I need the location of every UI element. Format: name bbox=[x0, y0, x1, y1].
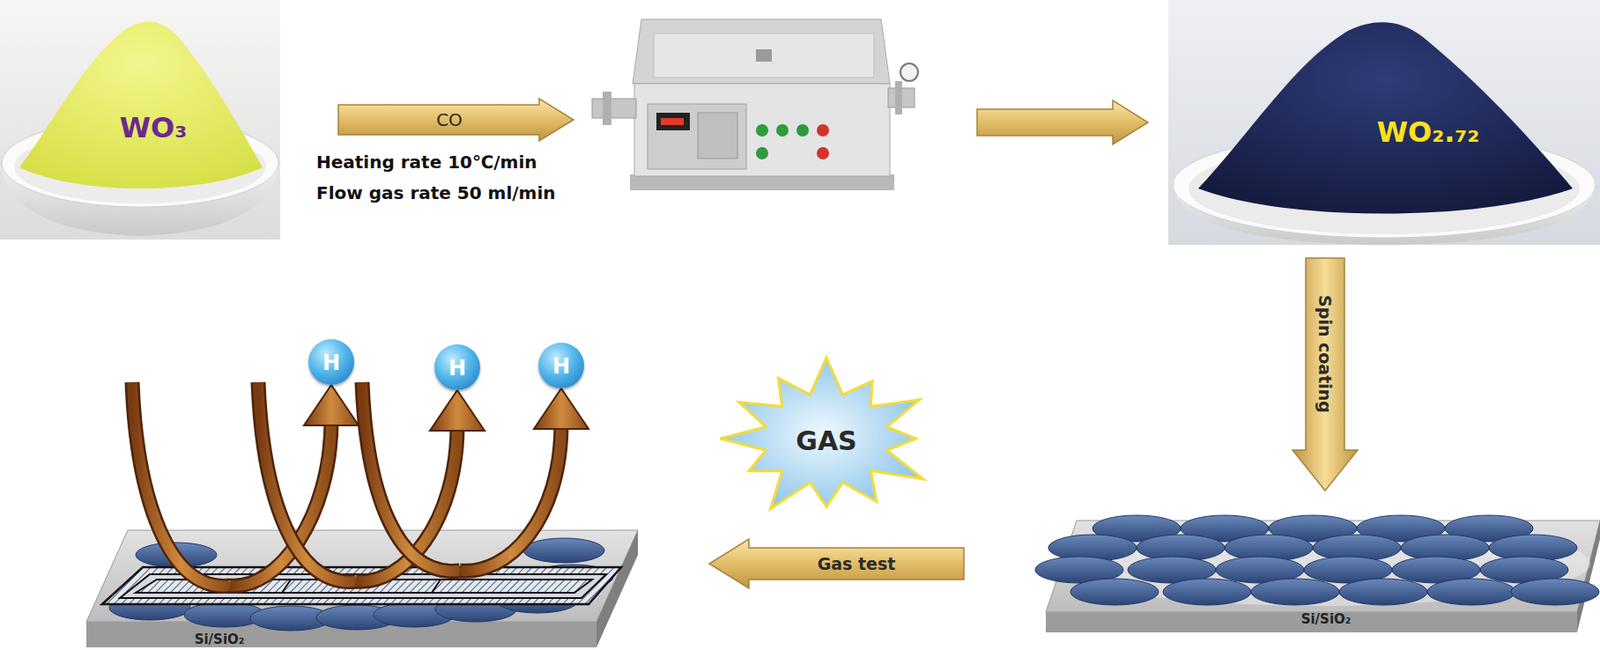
arrow-head bbox=[303, 385, 359, 426]
tube-furnace bbox=[592, 19, 919, 191]
arrow-head bbox=[533, 388, 589, 430]
sensor-device: Si/SiO₂ bbox=[52, 519, 705, 650]
node-text: H bbox=[448, 355, 467, 381]
curved-arrow bbox=[459, 423, 562, 571]
pressure-gauge bbox=[900, 63, 919, 82]
node-text: Si/SiO₂ bbox=[1301, 611, 1352, 628]
button bbox=[796, 124, 809, 137]
connector bbox=[709, 539, 964, 589]
film-particle bbox=[1511, 578, 1600, 606]
furnace-base bbox=[629, 174, 895, 191]
arrow-tail bbox=[362, 382, 460, 571]
powder-bowl: WO₃ bbox=[0, 0, 281, 240]
arrow-tail bbox=[132, 382, 230, 586]
label-plate bbox=[697, 112, 738, 159]
arrow-tail bbox=[258, 382, 356, 582]
powder-bowl: WO₂.₇₂ bbox=[1168, 0, 1600, 252]
furnace-lid bbox=[632, 19, 890, 84]
yellow-powder bbox=[19, 22, 263, 189]
button bbox=[816, 147, 830, 160]
film-particles bbox=[1035, 515, 1600, 606]
node-text: GAS bbox=[795, 425, 857, 457]
arrow-tail bbox=[258, 382, 356, 582]
photo-background bbox=[0, 0, 281, 240]
film-particle bbox=[523, 538, 605, 563]
button bbox=[755, 147, 769, 160]
block-arrow bbox=[977, 100, 1149, 145]
node-text: WO₃ bbox=[119, 111, 188, 145]
control-panel bbox=[647, 103, 747, 170]
arrow-head bbox=[429, 390, 485, 431]
connector-label: Spin coating bbox=[1315, 295, 1335, 414]
hydrogen-atom: H bbox=[308, 339, 355, 386]
button bbox=[755, 124, 769, 137]
film-particle bbox=[1339, 578, 1428, 606]
hydrogen-atom: H bbox=[538, 342, 585, 389]
connector-label: Gas test bbox=[817, 554, 897, 574]
gas-label: CO bbox=[436, 109, 463, 131]
arrow-tail bbox=[132, 382, 230, 586]
button bbox=[776, 124, 789, 137]
node-text: H bbox=[552, 354, 571, 379]
block-arrow bbox=[709, 539, 964, 589]
lid-front bbox=[653, 33, 875, 78]
process-arrows bbox=[338, 98, 1149, 145]
electrode-line bbox=[281, 579, 291, 593]
connector bbox=[459, 388, 589, 571]
coated-substrate: Si/SiO₂ bbox=[969, 497, 1600, 650]
wo3-photo bbox=[0, 0, 281, 240]
substrate-front bbox=[1045, 612, 1578, 633]
starburst-shape bbox=[719, 357, 924, 510]
substrate-side bbox=[1577, 520, 1600, 633]
gas-burst: GAS bbox=[711, 355, 941, 523]
hydrogen-atom: H bbox=[434, 344, 481, 391]
process-condition: Heating rate 10℃/min bbox=[316, 151, 537, 173]
block-arrow bbox=[338, 98, 574, 141]
block-arrow bbox=[1292, 258, 1358, 491]
film-particle bbox=[1427, 578, 1516, 606]
film-particle bbox=[1162, 578, 1252, 606]
photo-background bbox=[1168, 0, 1600, 245]
furnace-tube bbox=[592, 98, 637, 119]
electrode-line bbox=[431, 579, 441, 593]
display bbox=[656, 112, 690, 131]
node-text: Si/SiO₂ bbox=[194, 631, 245, 648]
node-text: H bbox=[322, 350, 341, 376]
film-particle bbox=[1251, 578, 1340, 606]
connector bbox=[1292, 258, 1358, 491]
process-condition: Flow gas rate 50 ml/min bbox=[316, 182, 556, 204]
node-text: WO₂.₇₂ bbox=[1377, 115, 1481, 149]
wo272-photo bbox=[1168, 0, 1600, 245]
film-particle bbox=[1070, 578, 1159, 606]
tube-flange bbox=[602, 91, 612, 126]
coated-chip bbox=[1035, 515, 1600, 633]
curved-arrow bbox=[459, 423, 562, 571]
lid-handle bbox=[755, 49, 772, 62]
button bbox=[816, 124, 830, 137]
tube-flange bbox=[895, 81, 903, 115]
arrow-tail bbox=[362, 382, 460, 571]
display-digits bbox=[660, 118, 684, 126]
navy-powder bbox=[1198, 22, 1573, 214]
furnace-body bbox=[634, 83, 890, 177]
